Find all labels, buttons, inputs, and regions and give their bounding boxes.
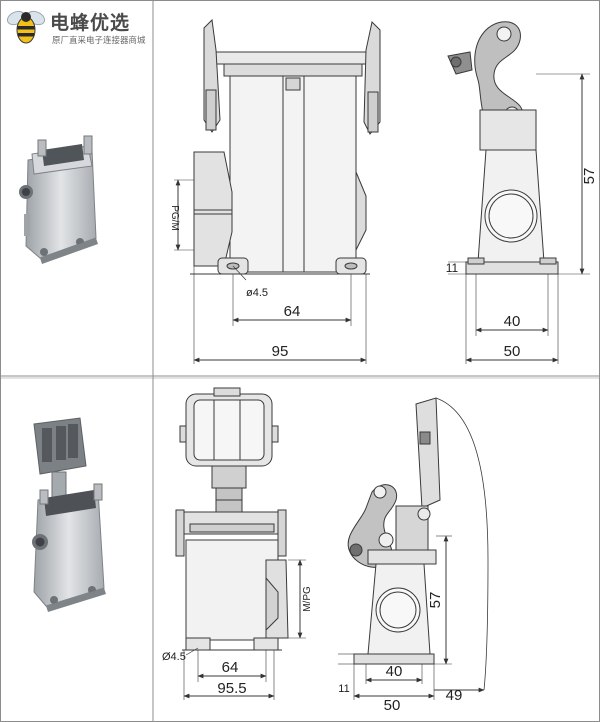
dim-overall-width-2: 50	[384, 697, 401, 714]
dim-foot-height: 11	[446, 261, 459, 275]
product-photo-housing-open	[32, 417, 106, 612]
brand-tagline: 原厂直采电子连接器商城	[52, 36, 146, 46]
dim-overall-width: 50	[504, 343, 521, 360]
label-pg-thread: PG/M	[169, 205, 180, 231]
label-mpg-thread: M/PG	[302, 586, 313, 612]
dim-base-width: 40	[504, 313, 521, 330]
dim-lid-clearance: 49	[446, 687, 463, 704]
product-photo-housing-closed	[19, 135, 98, 264]
dim-mounting-distance-2: 64	[222, 659, 239, 676]
dim-height-2: 57	[427, 592, 444, 609]
label-hole-diameter-2: Ø4.5	[162, 651, 186, 663]
dim-foot-height-2: 11	[338, 683, 349, 695]
drawing-bottom-side-view	[338, 397, 489, 700]
dim-overall-length: 95	[272, 343, 289, 360]
bee-logo-icon	[6, 10, 46, 44]
brand-name: 电蜂优选	[50, 12, 131, 34]
dim-base-width-2: 40	[386, 663, 403, 680]
dim-height: 57	[581, 168, 598, 185]
drawing-bottom-front-view	[175, 387, 306, 700]
dim-mounting-distance: 64	[284, 303, 301, 320]
drawing-top-side-view	[447, 21, 590, 364]
drawing-top-front-view	[174, 18, 381, 364]
dim-overall-length-2: 95.5	[217, 680, 246, 697]
label-hole-diameter: ø4.5	[246, 287, 268, 299]
